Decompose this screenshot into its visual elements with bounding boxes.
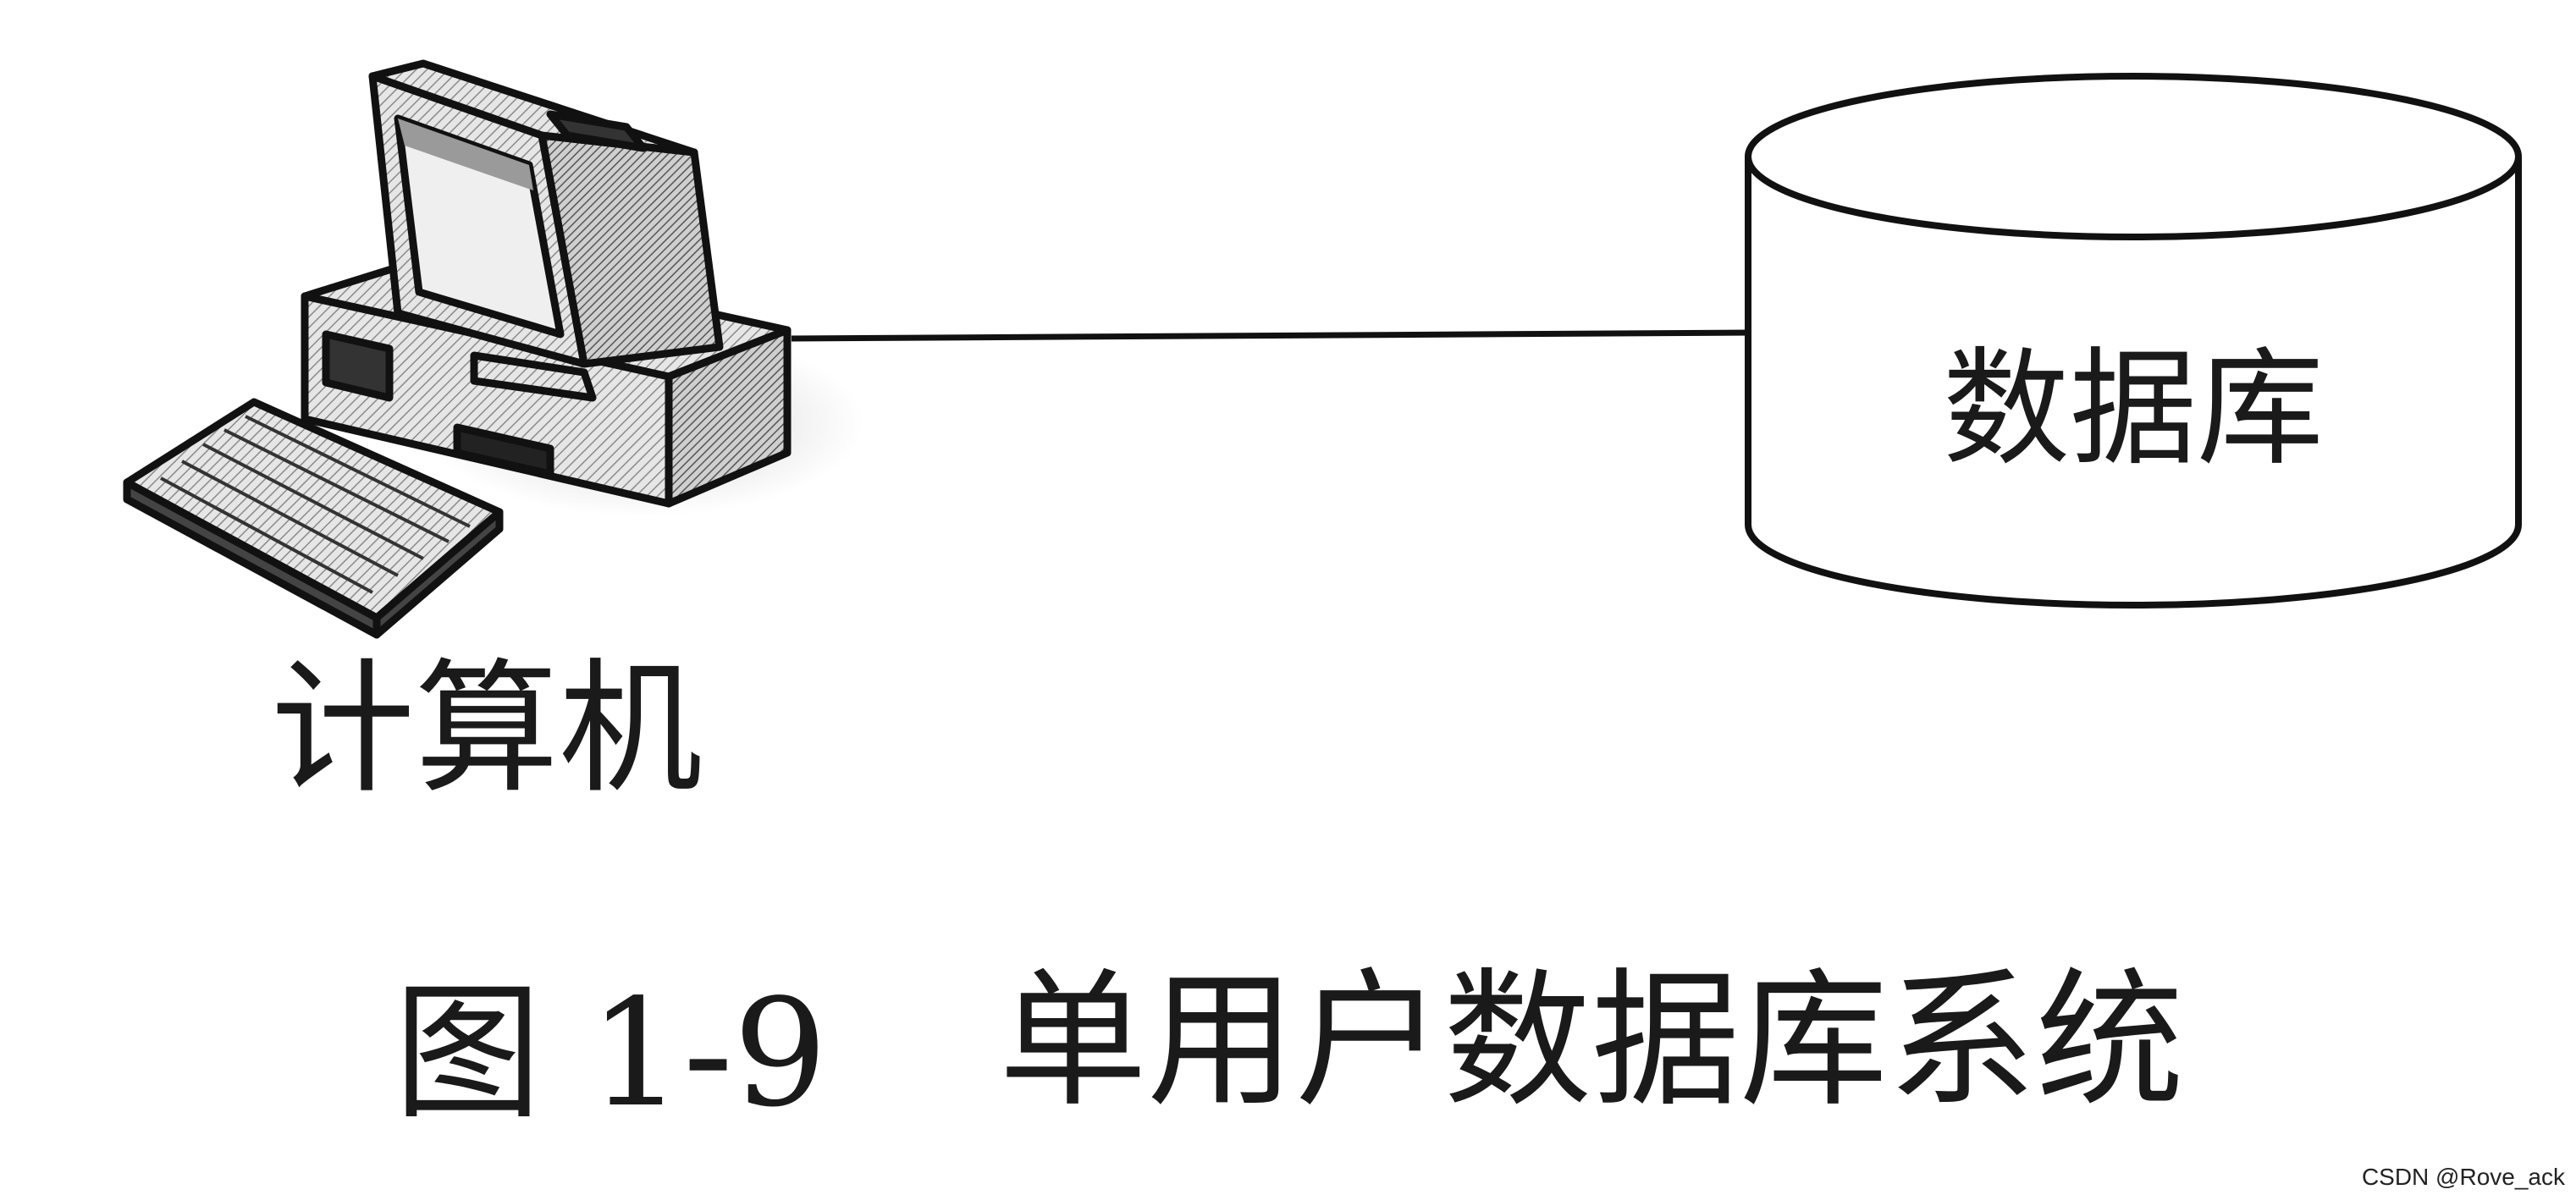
database-label: 数据库 [1943,336,2324,483]
computer-label: 计算机 [271,646,703,813]
watermark-text: CSDN @Rove_ack [2362,1164,2566,1190]
figure-number: 图 1-9 [394,968,827,1140]
desktop-computer-icon [127,63,863,635]
figure-title: 单用户数据库系统 [999,955,2184,1127]
connection-line [792,333,1752,339]
